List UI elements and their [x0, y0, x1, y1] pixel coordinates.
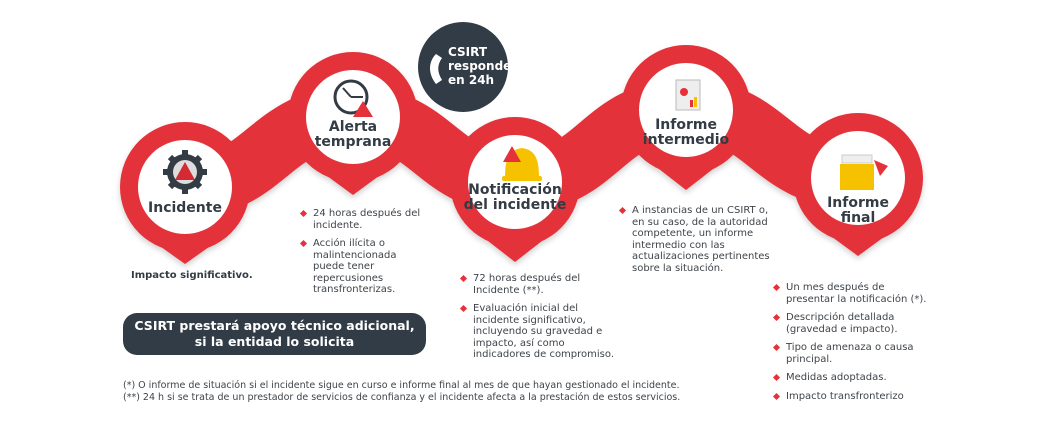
bullet-item: 72 horas después del Incidente (**).	[461, 273, 621, 296]
incidente-text: Impacto significativo.	[131, 270, 253, 281]
title-line: intermedio	[642, 132, 730, 148]
bullet-item: Tipo de amenaza o causa principal.	[774, 342, 934, 365]
notificacion-bullets: 72 horas después del Incidente (**). Eva…	[461, 273, 621, 368]
title-line: Alerta	[328, 119, 378, 135]
report-icon	[675, 79, 701, 111]
bullet-item: Descripción detallada (gravedad e impact…	[774, 312, 934, 335]
bullet-item: A instancias de un CSIRT o, en su caso, …	[620, 205, 770, 274]
bullet-item: Acción ilícita o malintencionada puede t…	[301, 238, 431, 296]
gear-warning-icon	[163, 150, 207, 194]
bullet-item: Medidas adoptadas.	[774, 372, 934, 384]
title-line: Notificación	[468, 182, 562, 198]
badge-line: responde	[448, 59, 512, 73]
banner-line: CSIRT prestará apoyo técnico adicional,	[134, 318, 415, 333]
informe-intermedio-bullets: A instancias de un CSIRT o, en su caso, …	[620, 205, 770, 281]
support-banner: CSIRT prestará apoyo técnico adicional, …	[123, 313, 426, 355]
title-line: Informe	[827, 195, 889, 211]
bullet-item: 24 horas después del incidente.	[301, 208, 431, 231]
folder-icon	[840, 154, 888, 190]
step-title-incidente: Incidente	[148, 200, 222, 216]
footnote: (**) 24 h si se trata de un prestador de…	[123, 392, 681, 403]
bell-warning-icon	[502, 146, 542, 181]
title-line: temprana	[314, 134, 392, 150]
bullet-item: Evaluación inicial del incidente signifi…	[461, 303, 621, 361]
banner-line: si la entidad lo solicita	[194, 334, 355, 349]
bullet-item: Impacto transfronterizo	[774, 391, 934, 403]
badge-line: en 24h	[448, 73, 495, 87]
informe-final-bullets: Un mes después de presentar la notificac…	[774, 282, 934, 409]
phone-icon	[430, 54, 442, 84]
title-line: final	[840, 210, 876, 226]
title-line: del incidente	[463, 197, 567, 213]
bullet-item: Un mes después de presentar la notificac…	[774, 282, 934, 305]
title-line: Informe	[655, 117, 717, 133]
clock-warning-icon	[333, 79, 373, 117]
footnotes: (*) O informe de situación si el inciden…	[123, 380, 680, 404]
badge-line: CSIRT	[448, 45, 488, 59]
alerta-bullets: 24 horas después del incidente. Acción i…	[301, 208, 431, 303]
footnote: (*) O informe de situación si el inciden…	[123, 380, 680, 391]
